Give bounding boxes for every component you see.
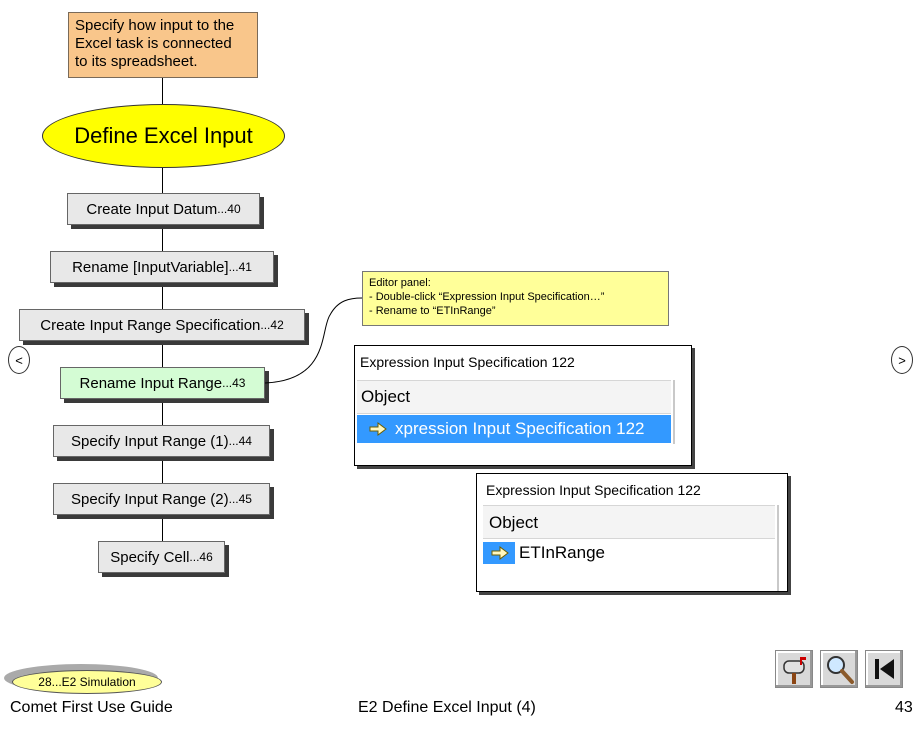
footer-guide-title: Comet First Use Guide [10,699,173,716]
callout-line: Editor panel: [369,277,431,289]
note-line: to its spreadsheet. [75,53,198,70]
step-label: Rename [InputVariable] [72,258,229,276]
connector-line [162,225,163,251]
connector-line [162,166,163,193]
step-label: Create Input Range Specification [40,316,261,334]
arrow-right-icon [491,546,509,560]
tree-row-label: xpression Input Specification 122 [395,419,645,438]
editor-panel-before: Expression Input Specification 122 Objec… [354,345,692,466]
step-rename-input-variable[interactable]: Rename [InputVariable]...41 [50,251,274,283]
column-divider [673,380,675,444]
step-label: Create Input Datum [86,200,218,218]
tree-row-selected[interactable]: xpression Input Specification 122 [357,415,671,443]
step-page-number: ...40 [217,202,241,216]
step-specify-input-range-2[interactable]: Specify Input Range (2)...45 [53,483,270,515]
first-page-icon [875,659,894,679]
step-page-number: ...43 [222,376,246,390]
rename-input-field[interactable] [517,542,607,564]
step-create-input-range-specification[interactable]: Create Input Range Specification...42 [19,309,305,341]
step-create-input-datum[interactable]: Create Input Datum...40 [67,193,260,225]
panel-title: Expression Input Specification 122 [360,354,575,370]
note-line: Excel task is connected [75,35,232,52]
connector-line [162,283,163,309]
panel-title: Expression Input Specification 122 [486,482,701,498]
footer-page-number: 43 [895,699,913,716]
next-page-button[interactable]: > [891,346,913,374]
connector-line [162,78,163,104]
connector-line [162,457,163,483]
object-column-header[interactable]: Object [483,505,775,539]
step-rename-input-range[interactable]: Rename Input Range...43 [60,367,265,399]
step-label: Specify Cell [110,548,190,566]
step-specify-input-range-1[interactable]: Specify Input Range (1)...44 [53,425,270,457]
step-specify-cell[interactable]: Specify Cell...46 [98,541,225,573]
instruction-callout: Editor panel: - Double-click “Expression… [362,271,669,326]
first-page-button[interactable] [865,650,903,688]
mailbox-icon [783,657,806,684]
step-label: Specify Input Range (1) [71,432,229,450]
step-label: Specify Input Range (2) [71,490,229,508]
tree-row-icon-cell[interactable] [483,542,515,564]
connector-line [162,399,163,425]
connector-line [162,515,163,541]
callout-line: - Rename to “ETInRange” [369,305,496,317]
column-header-label: Object [361,387,411,406]
step-page-number: ...44 [228,434,252,448]
editor-panel-after: Expression Input Specification 122 Objec… [476,473,788,592]
magnifier-icon [827,656,854,684]
step-page-number: ...45 [228,492,252,506]
connector-line [162,341,163,367]
footer-slide-title: E2 Define Excel Input (4) [358,699,536,716]
mailbox-button[interactable] [775,650,813,688]
step-page-number: ...42 [260,318,284,332]
section-title-ellipse[interactable]: Define Excel Input [42,104,285,168]
column-divider [777,505,779,591]
note-line: Specify how input to the [75,17,235,34]
callout-line: - Double-click “Expression Input Specifi… [369,291,605,303]
previous-page-button[interactable]: < [8,346,30,374]
task-description-note: Specify how input to the Excel task is c… [68,12,258,78]
step-page-number: ...41 [228,260,252,274]
step-label: Rename Input Range [79,374,223,392]
column-header-label: Object [489,513,539,532]
arrow-right-icon [369,422,387,436]
object-column-header[interactable]: Object [357,380,671,414]
search-button[interactable] [820,650,858,688]
back-link-e2-simulation[interactable]: 28...E2 Simulation [12,670,162,694]
step-page-number: ...46 [189,550,213,564]
